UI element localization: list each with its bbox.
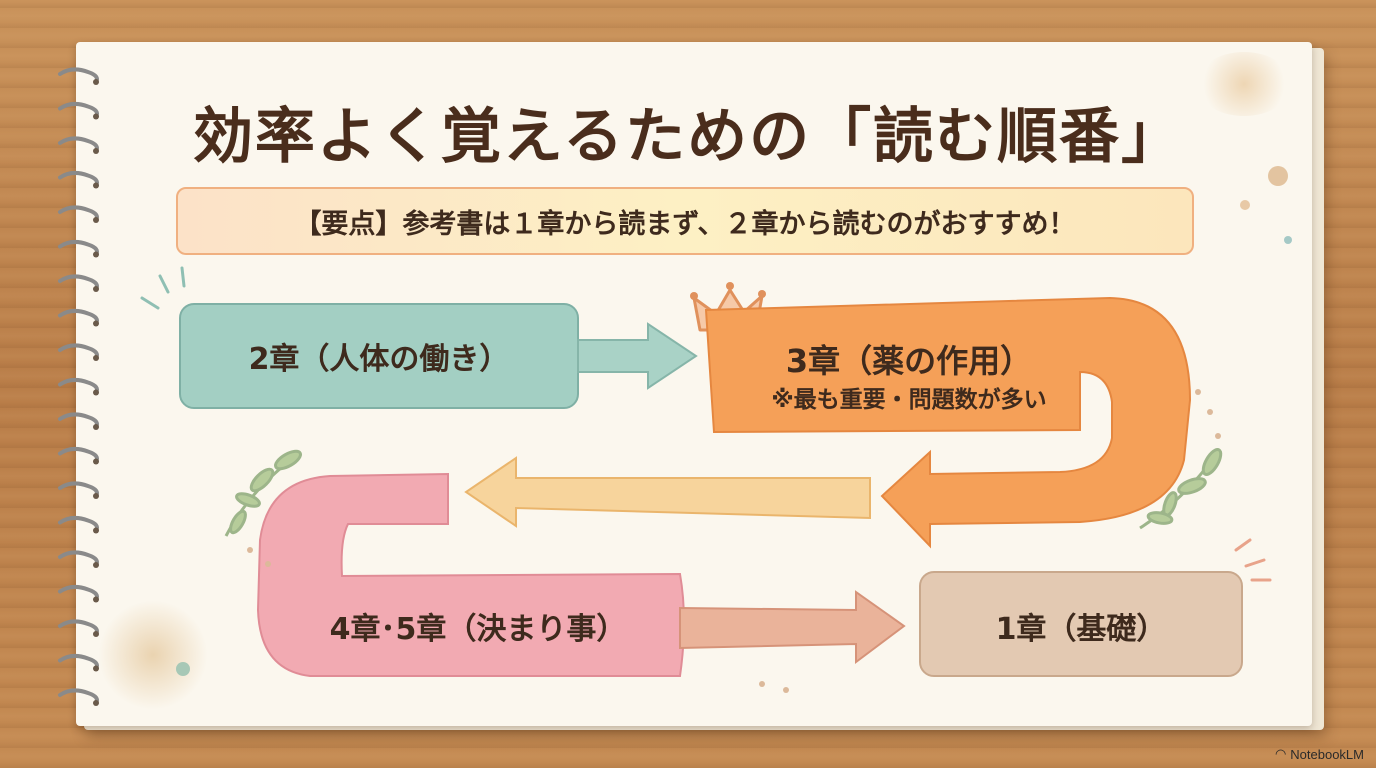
spiral-ring bbox=[58, 205, 99, 222]
watercolor-stain bbox=[1196, 52, 1292, 116]
spiral-hole bbox=[93, 458, 99, 465]
decorative-dots bbox=[247, 389, 1221, 693]
spiral-ring bbox=[58, 653, 99, 671]
spiral-hole bbox=[93, 286, 99, 292]
spiral-hole bbox=[93, 424, 99, 430]
spiral-ring bbox=[58, 515, 99, 533]
spiral-hole bbox=[93, 665, 99, 672]
watercolor-stain bbox=[1240, 200, 1250, 210]
spiral-ring bbox=[58, 308, 99, 326]
spiral-hole bbox=[93, 389, 99, 396]
spiral-ring bbox=[58, 619, 99, 636]
spiral-ring bbox=[58, 377, 99, 395]
step-label-chapter-2: 2章（人体の働き） bbox=[248, 342, 510, 377]
spiral-hole bbox=[93, 148, 99, 154]
spiral-ring bbox=[58, 170, 99, 188]
spiral-ring bbox=[58, 343, 99, 360]
spiral-hole bbox=[93, 79, 99, 85]
step-box-chapter-3 bbox=[704, 296, 1192, 549]
spiral-ring bbox=[58, 101, 99, 119]
sparkle-icon bbox=[140, 266, 186, 310]
spiral-hole bbox=[93, 182, 99, 189]
notebooklm-watermark: ◠ NotebookLM bbox=[1275, 746, 1364, 762]
spiral-ring bbox=[58, 274, 99, 291]
leaf-branch-icon bbox=[1139, 448, 1223, 530]
watercolor-stain bbox=[98, 600, 208, 710]
leaf-branch-icon bbox=[224, 449, 302, 537]
spiral-hole bbox=[93, 700, 99, 706]
spiral-ring bbox=[58, 412, 99, 429]
spiral-hole bbox=[93, 355, 99, 361]
step-label-chapter-3: 3章（薬の作用） bbox=[785, 342, 1033, 380]
spiral-ring bbox=[58, 239, 99, 257]
spiral-hole bbox=[93, 251, 99, 258]
notebooklm-logo-icon: ◠ bbox=[1274, 746, 1287, 761]
spiral-hole bbox=[93, 217, 99, 223]
spiral-ring bbox=[58, 688, 99, 705]
step-label-chapter-1: 1章（基礎） bbox=[995, 612, 1167, 647]
arrow-right-icon bbox=[679, 590, 906, 664]
spiral-ring bbox=[58, 550, 99, 567]
spiral-hole bbox=[93, 527, 99, 534]
spiral-ring bbox=[58, 481, 99, 498]
step-box-chapter-4-5 bbox=[256, 472, 685, 677]
page-title: 効率よく覚えるための「読む順番」 bbox=[192, 102, 1184, 172]
step-box-chapter-1 bbox=[919, 571, 1243, 677]
watercolor-stain bbox=[1268, 166, 1288, 186]
spiral-ring bbox=[58, 446, 99, 464]
spiral-hole bbox=[93, 320, 99, 327]
spiral-ring bbox=[58, 136, 99, 153]
watermark-label: NotebookLM bbox=[1290, 746, 1364, 762]
spiral-binding bbox=[58, 67, 99, 706]
watercolor-stain bbox=[1284, 236, 1292, 244]
spiral-ring bbox=[58, 67, 99, 84]
watercolor-stain bbox=[176, 662, 190, 676]
spiral-ring bbox=[58, 584, 99, 602]
arrow-right-icon bbox=[577, 322, 698, 390]
spiral-hole bbox=[93, 596, 99, 603]
arrow-left-icon bbox=[464, 456, 871, 528]
spiral-hole bbox=[93, 631, 99, 637]
sparkle-icon bbox=[1234, 538, 1272, 582]
spiral-hole bbox=[93, 493, 99, 499]
spiral-hole bbox=[93, 113, 99, 120]
step-note-chapter-3: ※最も重要・問題数が多い bbox=[771, 387, 1047, 413]
keypoint-banner: 【要点】参考書は１章から読まず、２章から読むのがおすすめ！ bbox=[176, 187, 1194, 255]
spiral-hole bbox=[93, 562, 99, 568]
step-label-chapter-4-5: 4章･5章（決まり事） bbox=[329, 612, 627, 647]
